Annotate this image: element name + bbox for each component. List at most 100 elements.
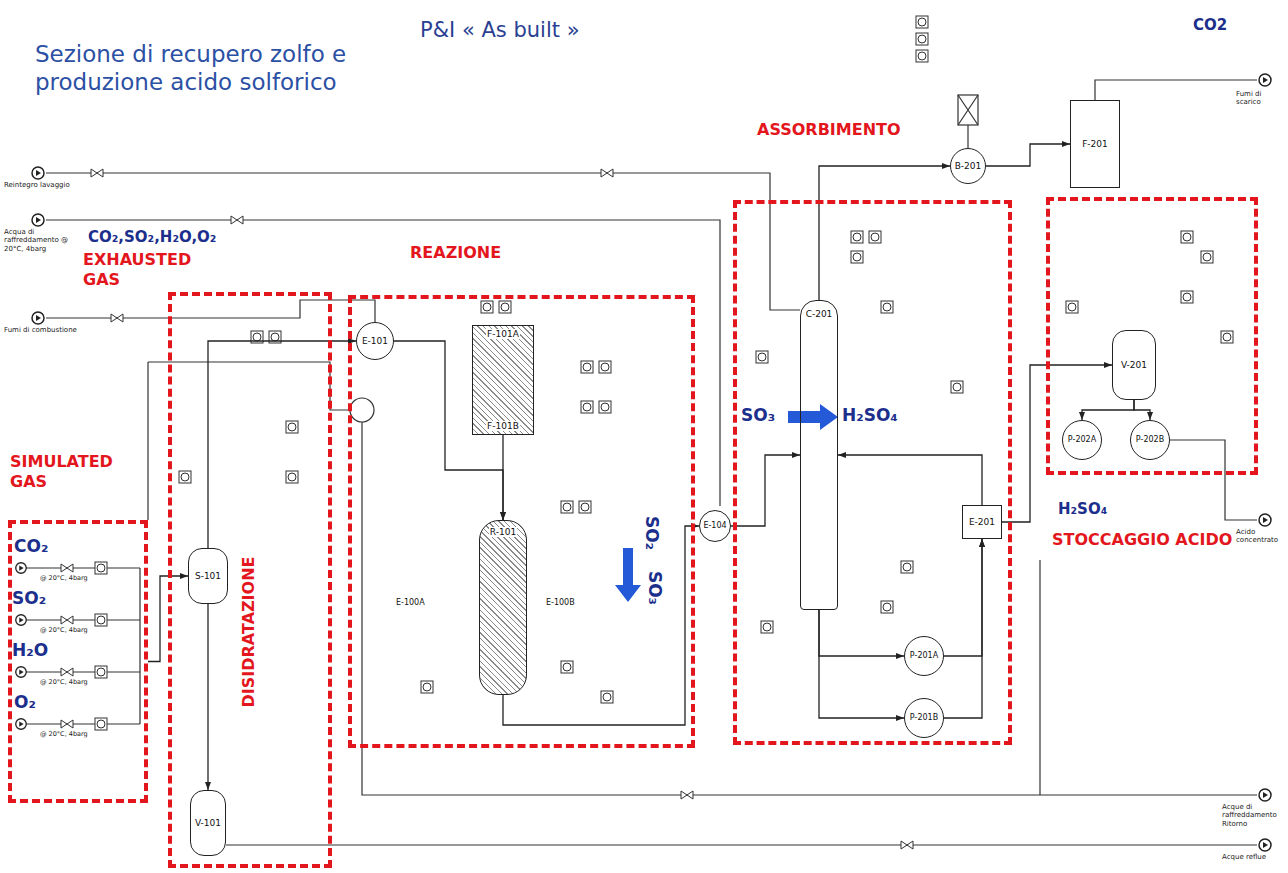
condition-note: @ 20°C, 4barg [40,626,88,634]
condition-note: @ 20°C, 4barg [40,730,88,738]
stack: F-201 [1070,100,1120,188]
instrument-symbol [95,562,107,574]
instrument-symbol [851,231,863,243]
instrument-symbol [916,33,928,45]
instrument-symbol [916,50,928,62]
equipment-tag: V-101 [195,818,221,828]
heat-exchanger: E-201 [962,505,1002,539]
instrument-symbol [581,361,593,373]
terminal-label: Acque reflue [1222,853,1266,861]
absorption-column: C-201 [800,300,838,610]
equipment-tag: S-101 [195,571,221,581]
section-heading: SIMULATED GAS [10,452,113,491]
instrument-symbol [1221,331,1233,343]
stream-label: CO2 [1193,16,1227,34]
instrument-symbol [756,351,768,363]
instrument-symbol [286,471,298,483]
stream-label: H₂SO₄ [1058,500,1107,518]
valve-symbol [61,668,73,676]
dashed-section-box: REAZIONESO₂SO₃E-101F-101AF-101BR-101 [348,295,695,748]
chemical-label: H₂SO₄ [842,405,898,425]
instrument-symbol [916,16,928,28]
pump: P-201A [904,636,944,676]
pipe-line [362,422,1257,795]
stream-label: CO₂,SO₂,H₂O,O₂ [88,228,216,246]
chemical-label: SO₂ [642,516,662,550]
blower: B-201 [950,148,986,184]
instrument-symbol [421,681,433,693]
stream-label: CO₂,SO₂,H₂O,O₂ [88,228,216,246]
pipe-line [1039,560,1040,795]
equipment-tag: V-201 [1121,360,1147,370]
chemical-label: SO₂ [12,588,46,608]
line-terminal [1259,789,1271,801]
line-terminal [16,719,27,730]
instrument-symbol [95,718,107,730]
valves [61,169,913,849]
instrument-symbol [869,231,881,243]
instrument-symbol [561,501,573,513]
instrument-symbol [581,401,593,413]
acid-tank: V-201 [1112,330,1156,400]
dashed-section-box: ASSORBIMENTOSO₃H₂SO₄C-201P-201AP-201BE-2… [733,200,1012,745]
chemical-label: SO₂ [642,516,662,550]
terminals [16,74,1271,851]
condition-note: @ 20°C, 4barg [40,574,88,582]
stream-label: CO2 [1193,16,1227,34]
instrument-symbol [901,561,913,573]
terminal-label: Reintegro lavaggio [4,181,84,189]
exchanger-symbol [350,398,374,422]
valve-symbol [111,314,123,322]
instrument-symbol [179,471,191,483]
condition-note: @ 20°C, 4barg [40,627,88,635]
equipment-tag: F-201 [1082,139,1108,149]
chemical-label: SO₃ [741,405,775,425]
instrument-symbol [286,421,298,433]
process-connector [207,604,208,790]
chemical-label: H₂O [12,640,48,660]
valve-symbol [901,841,913,849]
line-terminal [1259,514,1271,526]
heater: F-101AF-101B [472,325,534,435]
valve-symbol [681,791,693,799]
process-connector [1082,400,1134,420]
terminal-label: Fumi di combustione [4,326,84,334]
condition-note: @ 20°C, 4barg [40,678,88,686]
instrument-symbol [601,691,613,703]
dashed-section-box: STOCCAGGIO ACIDOV-201P-202AP-202B [1046,197,1258,475]
line-terminal [1259,839,1271,851]
line-terminal [16,563,27,574]
stream-label: H₂SO₄ [1058,500,1107,518]
conversion-arrow [615,548,641,602]
instrument-symbol [1181,231,1193,243]
section-heading: DISIDRATAZIONE [239,557,259,708]
line-terminal [32,214,44,226]
section-heading: SIMULATED GAS [10,452,135,492]
process-connector [986,144,1070,166]
pump: P-202A [1062,420,1102,460]
process-connector [502,435,503,520]
instrument-symbol [1181,291,1193,303]
reactor-column: R-101 [479,520,527,695]
valve-symbol [91,169,103,177]
instrument-symbol [1066,301,1078,313]
equipment-tag: E-100A [396,598,425,607]
conversion-arrow [788,404,838,430]
section-subtitle: Sezione di recupero zolfo e produzione a… [35,40,425,96]
process-connector [944,539,982,718]
equipment-tag: P-201B [910,713,938,722]
chemical-label: O₂ [14,692,36,712]
chemical-label: CO₂ [14,536,48,556]
chemical-label: SO₂ [12,588,46,608]
pipe-line [46,220,720,506]
condition-note: @ 20°C, 4barg [40,679,88,687]
process-connector [1002,365,1112,522]
dashed-section-box: DISIDRATAZIONE S-101V-101 [168,292,332,868]
pipe-line [226,844,1257,845]
line-terminal [1259,74,1271,86]
equipment-tag: F-101A [486,329,520,339]
equipment-tag: P-201A [910,651,938,660]
instruments [95,16,1233,730]
process-connector [208,341,356,548]
